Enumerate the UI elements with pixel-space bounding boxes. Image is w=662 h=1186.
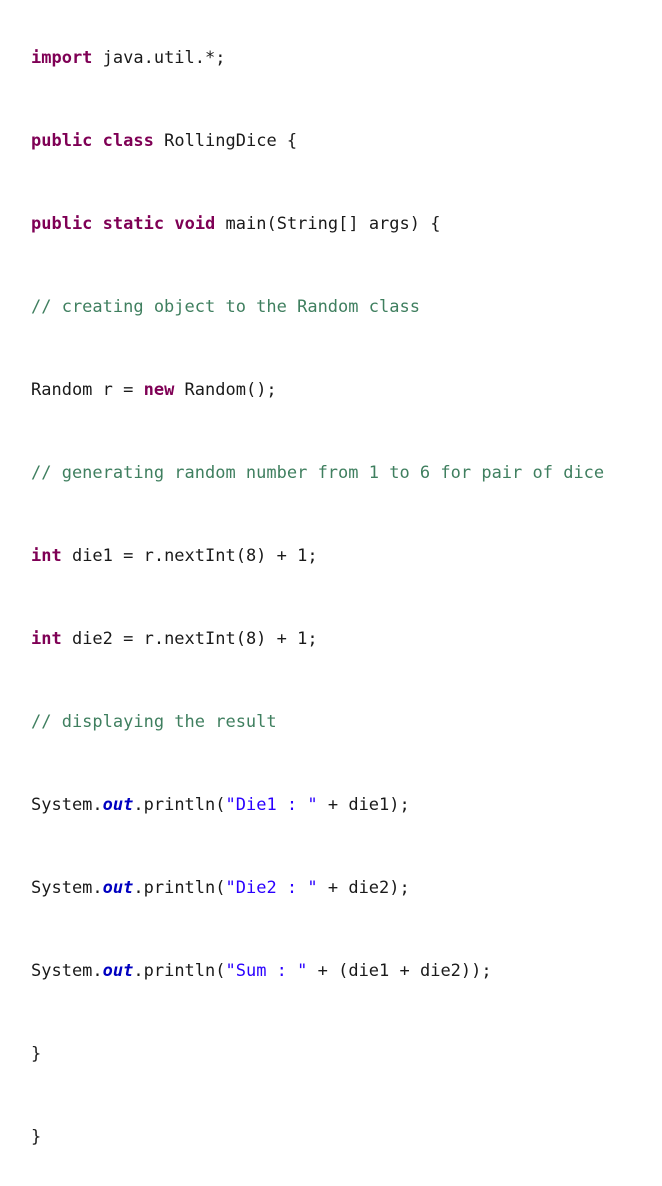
keyword: class [102,131,154,151]
code-text: RollingDice { [153,131,298,151]
code-line-comment-display: // displaying the result [31,708,604,751]
code-text: main(String[] args) { [215,214,441,234]
string-literal: "Sum : " [225,961,308,981]
code-text: die2 = r.nextInt(8) + 1; [61,629,318,649]
string-literal: "Die2 : " [225,878,318,898]
code-line-close-class: } [31,1123,604,1166]
keyword: public [31,214,93,234]
comment: // creating object to the Random class [31,297,420,317]
code-line-comment-object: // creating object to the Random class [31,293,604,336]
keyword: import [31,48,93,68]
code-line-print-die2: System.out.println("Die2 : " + die2); [31,874,604,917]
keyword: int [31,629,62,649]
keyword: void [174,214,216,234]
code-line-close-method: } [31,1040,604,1083]
code-text: Random r = [31,380,144,400]
comment: // displaying the result [31,712,277,732]
closing-brace: } [31,1127,42,1147]
field-out: out [102,961,134,981]
comment: // generating random number from 1 to 6 … [31,463,605,483]
code-text: Random(); [174,380,277,400]
code-text: java.util.*; [92,48,226,68]
code-line-main-method: public static void main(String[] args) { [31,210,604,253]
code-text: System. [31,961,103,981]
code-text: .println( [133,961,226,981]
field-out: out [102,878,134,898]
field-out: out [102,795,134,815]
code-text: + die2); [317,878,410,898]
code-text: + die1); [317,795,410,815]
code-text: System. [31,795,103,815]
code-line-random-instance: Random r = new Random(); [31,376,604,419]
code-text: die1 = r.nextInt(8) + 1; [61,546,318,566]
code-line-import: import java.util.*; [31,44,604,87]
keyword: new [143,380,175,400]
code-line-class-declaration: public class RollingDice { [31,127,604,170]
code-text: + (die1 + die2)); [307,961,492,981]
keyword: public [31,131,93,151]
code-line-comment-generate: // generating random number from 1 to 6 … [31,459,604,502]
code-text: System. [31,878,103,898]
closing-brace: } [31,1044,42,1064]
code-text: .println( [133,795,226,815]
code-line-die2: int die2 = r.nextInt(8) + 1; [31,625,604,668]
keyword: int [31,546,62,566]
code-block: import java.util.*; public class Rolling… [31,4,604,1186]
string-literal: "Die1 : " [225,795,318,815]
code-line-print-sum: System.out.println("Sum : " + (die1 + di… [31,957,604,1000]
code-line-print-die1: System.out.println("Die1 : " + die1); [31,791,604,834]
code-text: .println( [133,878,226,898]
keyword: static [102,214,165,234]
code-line-die1: int die1 = r.nextInt(8) + 1; [31,542,604,585]
